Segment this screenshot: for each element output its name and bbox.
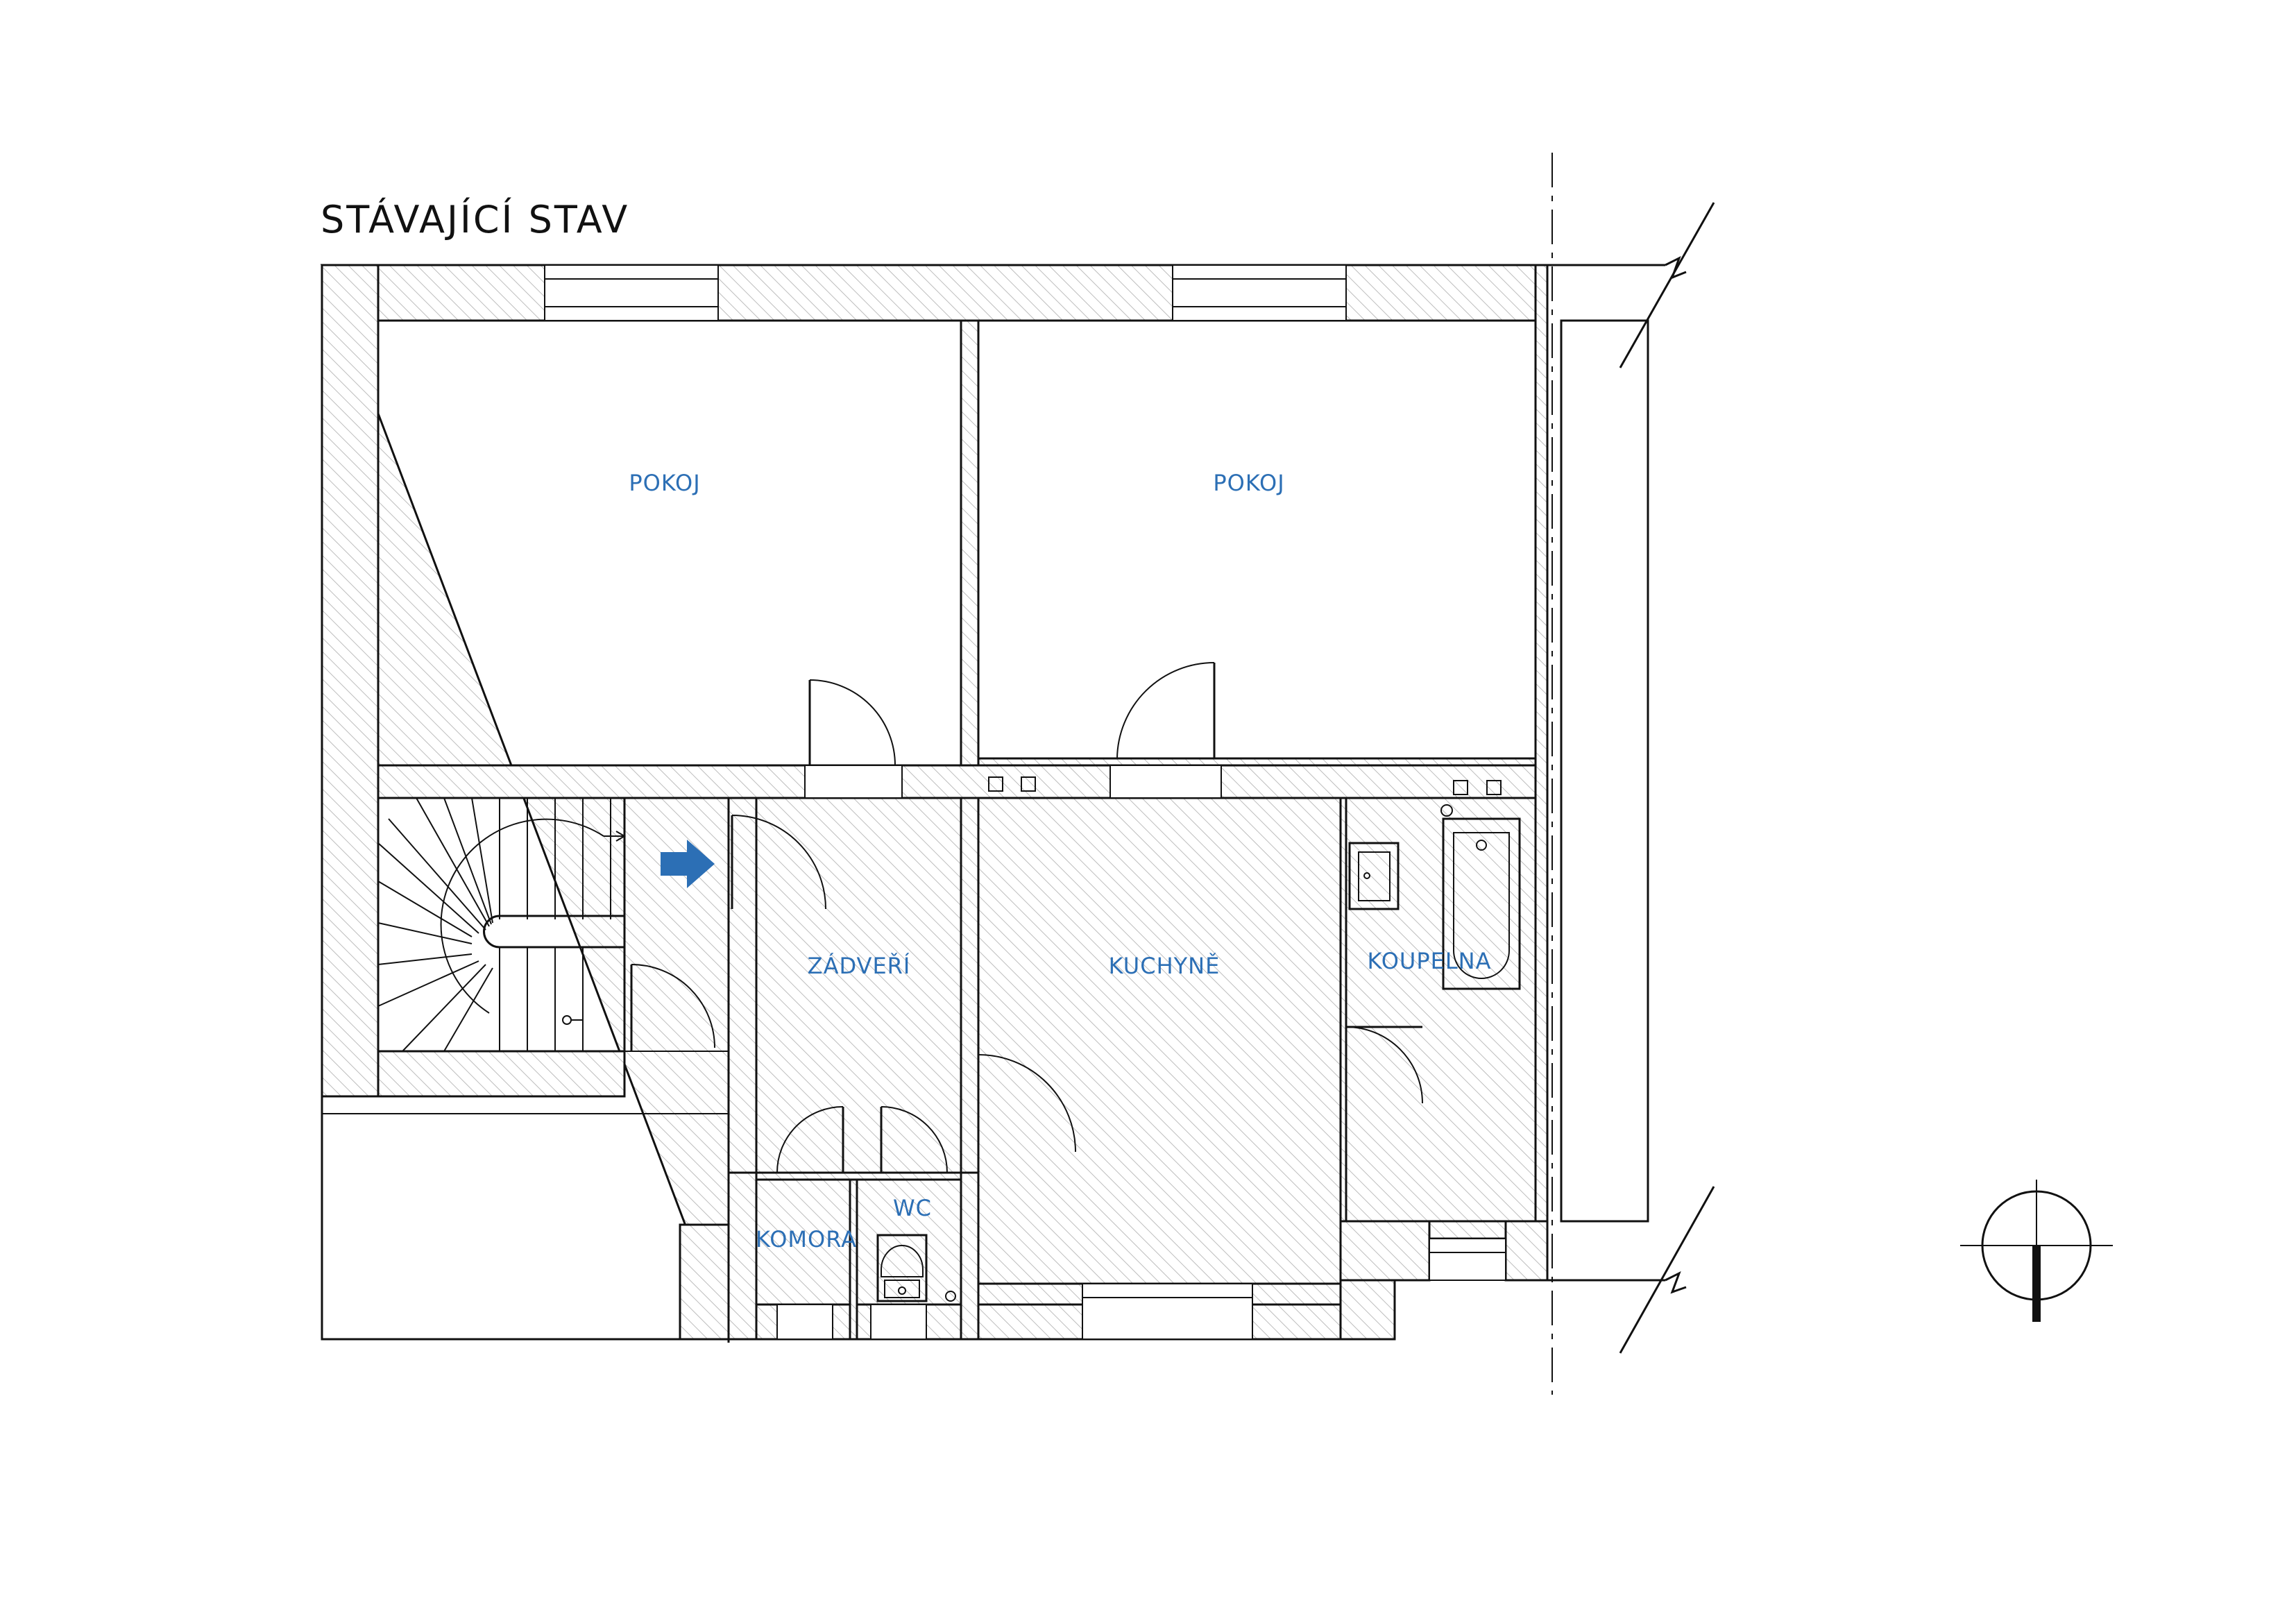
- room-labels: POKOJ POKOJ ZÁDVEŘÍ KUCHYNĚ KOUPELNA KOM…: [629, 470, 1491, 1252]
- room-label-koupelna: KOUPELNA: [1367, 948, 1491, 974]
- wall-se-2: [1339, 1279, 1396, 1341]
- wall-east: [1534, 264, 1549, 1282]
- site-lines: [321, 153, 1715, 1395]
- wall-koupelna-bottom: [1339, 1220, 1431, 1282]
- washbasin: [1348, 842, 1400, 910]
- room-label-komora: KOMORA: [756, 1226, 857, 1252]
- room-label-kuchyne: KUCHYNĚ: [1109, 953, 1221, 979]
- toilet: [876, 1234, 928, 1302]
- fixtures: [876, 776, 1521, 1302]
- bathtub: [1442, 817, 1521, 990]
- wall-sw-step: [679, 1223, 730, 1341]
- doors: [630, 662, 1423, 1173]
- wall-stairs-bottom: [377, 1050, 626, 1098]
- entrance-arrow-icon: [661, 840, 715, 888]
- wall-middle: [377, 764, 1537, 799]
- plan-title: STÁVAJÍCÍ STAV: [321, 198, 629, 241]
- windows: [544, 264, 1506, 1340]
- walls: [320, 264, 1549, 1343]
- wall-se: [1504, 1220, 1549, 1282]
- wall-pokoje: [960, 319, 980, 767]
- room-label-pokoj-2: POKOJ: [1213, 470, 1284, 496]
- wall-north: [321, 264, 1549, 322]
- wall-wc-east: [960, 1171, 980, 1341]
- staircase: [377, 797, 626, 1052]
- room-label-pokoj-1: POKOJ: [629, 470, 700, 496]
- wall-sw: [727, 1171, 758, 1341]
- room-label-wc: WC: [893, 1195, 932, 1221]
- wall-west: [321, 264, 380, 1098]
- outer-walls: [320, 264, 1549, 1343]
- north-arrow-icon: [1960, 1180, 2113, 1322]
- room-label-zadveri: ZÁDVEŘÍ: [808, 953, 911, 979]
